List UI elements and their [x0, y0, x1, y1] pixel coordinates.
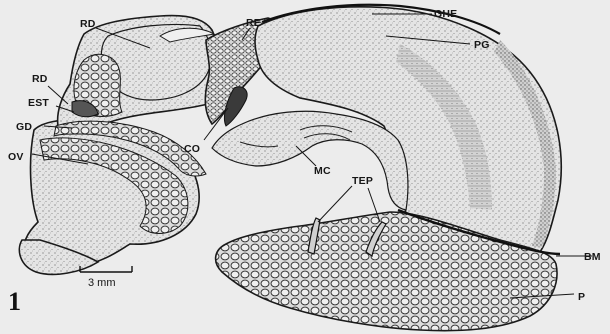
label-mc: MC — [314, 165, 331, 177]
label-gd: GD — [16, 121, 32, 133]
label-ov: OV — [8, 151, 24, 163]
leader-tep-left — [318, 186, 352, 222]
label-est: EST — [28, 97, 49, 109]
figure-number: 1 — [8, 287, 21, 316]
scale-bar: 3 mm — [80, 266, 132, 289]
label-p: P — [578, 291, 585, 303]
scale-bar-label: 3 mm — [88, 277, 116, 289]
label-pg: PG — [474, 39, 490, 51]
label-bm: BM — [584, 251, 601, 263]
label-tep: TEP — [352, 175, 373, 187]
label-rd-left: RD — [32, 73, 48, 85]
label-co: CO — [184, 143, 200, 155]
label-ghe: GHE — [434, 8, 457, 20]
label-re: RE — [246, 17, 261, 29]
label-rd-top: RD — [80, 18, 96, 30]
